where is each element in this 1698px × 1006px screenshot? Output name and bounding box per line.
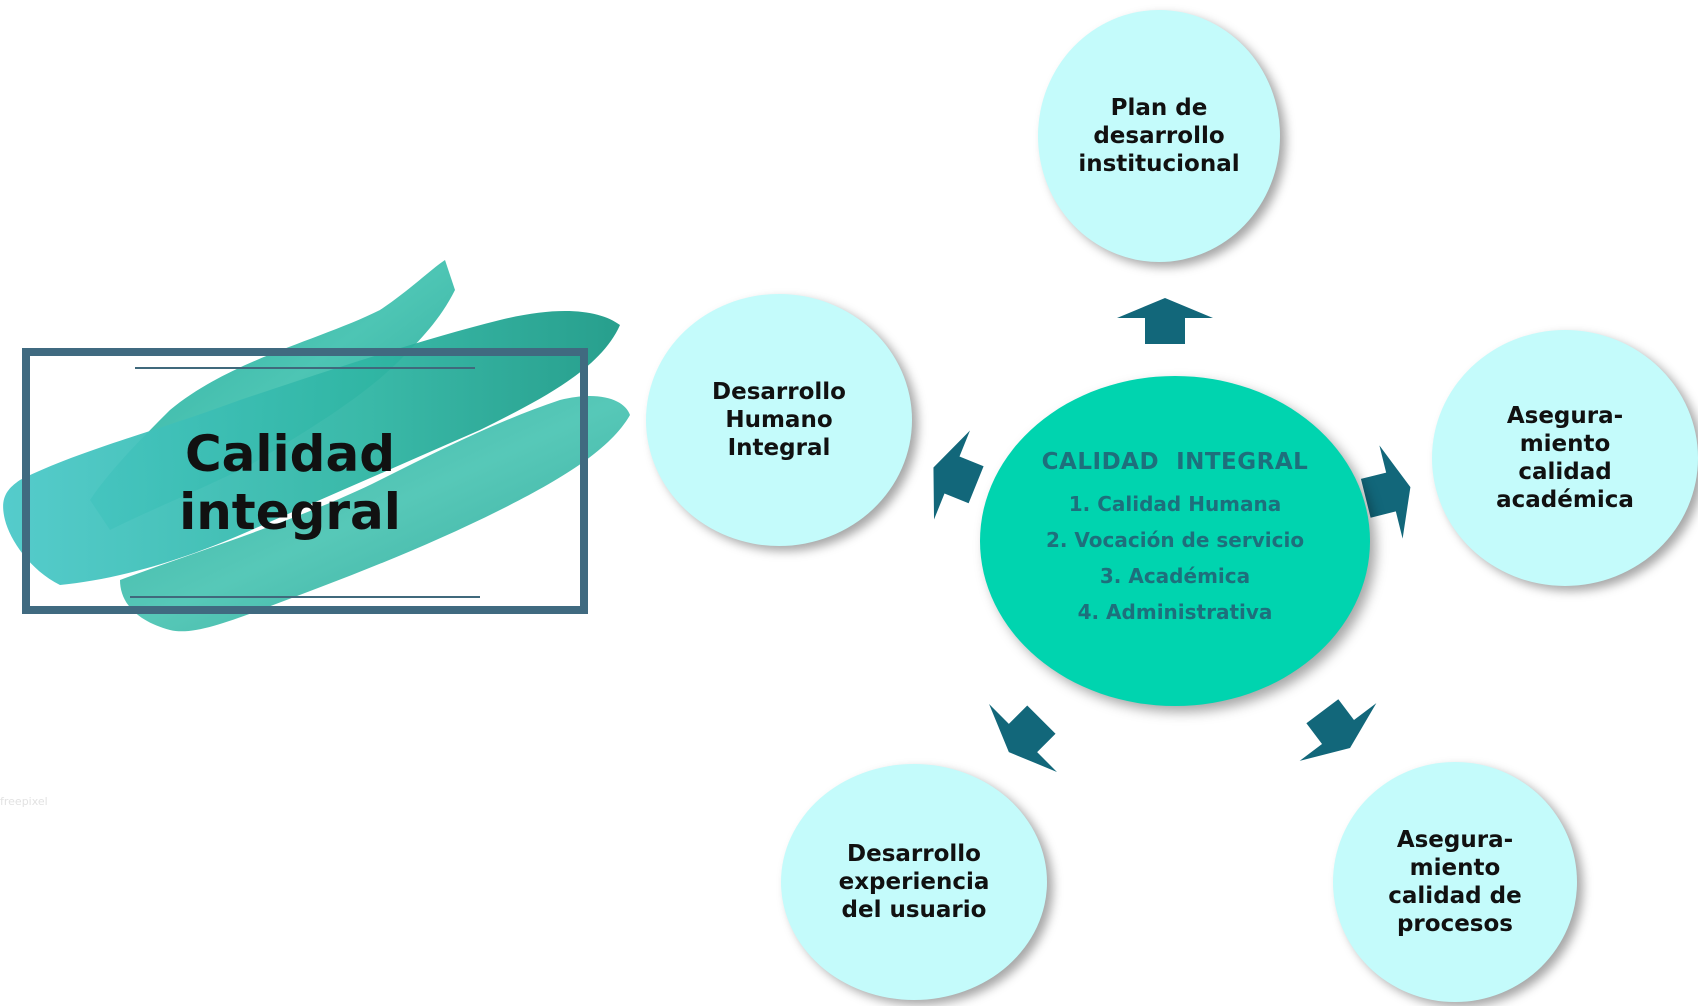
watercolor-brush-stroke [3,260,630,632]
page-title-text: Calidad integral [179,425,401,541]
frame-top-line [135,367,475,369]
node-desarrollo-humano-label: Desarrollo Humano Integral [712,379,846,461]
center-list-item: 4. Administrativa [1077,600,1273,624]
watermark-text: freepixel [0,795,48,808]
center-list-item: 1. Calidad Humana [1068,492,1282,516]
center-list-item: 3. Académica [1099,564,1251,588]
node-experiencia-usuario-label: Desarrollo experiencia del usuario [838,841,990,923]
center-calidad-integral: CALIDAD INTEGRAL 1. Calidad Humana 2. Vo… [980,376,1370,706]
node-experiencia-usuario: Desarrollo experiencia del usuario [781,764,1047,1000]
page-title: Calidad integral [120,425,460,541]
center-list-item: 2. Vocación de servicio [1045,528,1305,552]
node-plan-desarrollo-label: Plan de desarrollo institucional [1078,95,1240,177]
node-calidad-procesos: Asegura- miento calidad de procesos [1333,762,1577,1002]
arrow-lower-right [1299,699,1377,761]
node-calidad-procesos-label: Asegura- miento calidad de procesos [1388,827,1522,937]
node-calidad-academica: Asegura- miento calidad académica [1432,330,1698,586]
frame-bottom-line [130,596,480,598]
arrow-upper-right [1360,445,1411,539]
arrow-up [1117,298,1213,344]
arrow-lower-left [989,704,1057,772]
arrow-upper-left [933,430,984,520]
title-frame [22,348,588,614]
center-list: 1. Calidad Humana 2. Vocación de servici… [1020,492,1330,636]
node-plan-desarrollo: Plan de desarrollo institucional [1038,10,1280,262]
node-calidad-academica-label: Asegura- miento calidad académica [1496,403,1634,513]
node-desarrollo-humano: Desarrollo Humano Integral [646,294,912,546]
center-title: CALIDAD INTEGRAL [1041,449,1309,475]
